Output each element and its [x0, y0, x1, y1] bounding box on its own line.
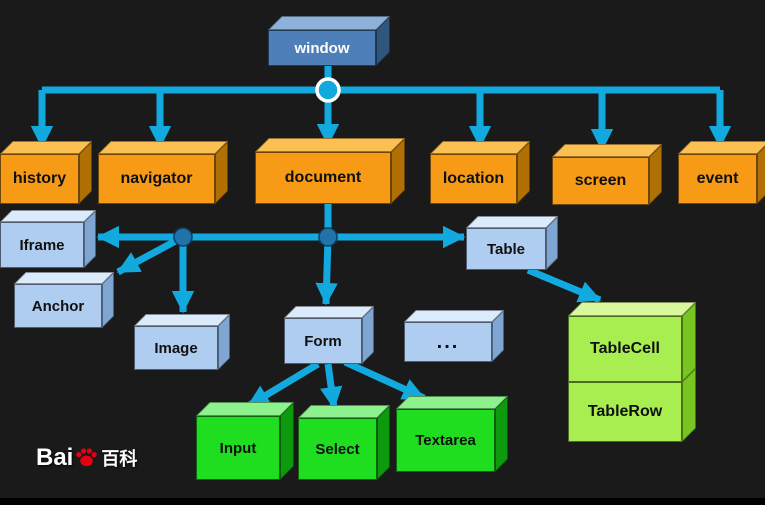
node-iframe: Iframe [0, 210, 96, 268]
node-anchor: Anchor [14, 272, 114, 328]
node-anchor-label: Anchor [31, 297, 85, 315]
node-location-label: location [442, 170, 505, 187]
box-top-face [0, 210, 96, 222]
box-side-face [102, 272, 114, 328]
node-event-label: event [696, 170, 739, 187]
node-navigator-label: navigator [120, 170, 193, 187]
box-top-face [568, 302, 696, 316]
node-history-label: history [12, 170, 67, 187]
node-ellipsis: ... [404, 310, 504, 362]
node-select: Select [298, 405, 390, 480]
node-image-label: Image [154, 339, 198, 357]
node-table-label: Table [486, 240, 526, 258]
node-textarea-label: Textarea [415, 432, 476, 449]
box-side-face [280, 402, 294, 480]
baidu-watermark: Bai 百科 [36, 444, 137, 472]
baidu-watermark-latin: Bai [36, 444, 74, 471]
arrow-form-textarea [343, 358, 426, 402]
node-textarea: Textarea [396, 396, 508, 472]
box-top-face [466, 216, 558, 228]
node-tablecell: TableCell [568, 302, 696, 382]
box-side-face [362, 306, 374, 364]
box-top-face [98, 141, 228, 154]
junction-dot-center [318, 227, 338, 247]
node-image: Image [134, 314, 230, 370]
node-location: location [430, 141, 530, 204]
node-screen: screen [552, 144, 662, 205]
node-document-label: document [284, 169, 362, 186]
box-side-face [377, 405, 390, 480]
box-top-face [298, 405, 390, 418]
node-history: history [0, 141, 92, 204]
box-top-face [404, 310, 504, 322]
node-form: Form [284, 306, 374, 364]
box-top-face [284, 306, 374, 318]
arrow-document-form [315, 236, 338, 306]
box-top-face [196, 402, 294, 416]
node-navigator: navigator [98, 141, 228, 204]
node-table: Table [466, 216, 558, 270]
box-side-face [682, 302, 696, 382]
bottom-bar [0, 498, 765, 505]
node-input-label: Input [219, 439, 257, 457]
arrow-form-select [320, 363, 343, 410]
node-screen-label: screen [574, 172, 627, 189]
arrow-document-anchor [116, 233, 185, 276]
junction-dot-top [315, 77, 341, 103]
node-tablerow-label: TableRow [587, 403, 663, 420]
node-window: window [268, 16, 390, 66]
node-window-label: window [294, 39, 350, 57]
node-input: Input [196, 402, 294, 480]
node-ellipsis-label: ... [436, 330, 460, 353]
box-side-face [495, 396, 508, 472]
box-top-face [396, 396, 508, 409]
box-top-face [255, 138, 405, 152]
box-top-face [134, 314, 230, 326]
arrow-form-input [246, 360, 320, 410]
arrow-table-tablecell [526, 266, 602, 304]
node-tablecell-label: TableCell [590, 340, 660, 357]
box-top-face [268, 16, 390, 30]
box-top-face [14, 272, 114, 284]
node-document: document [255, 138, 405, 204]
box-side-face [84, 210, 96, 268]
baidu-paw-icon [76, 447, 98, 466]
box-top-face [0, 141, 92, 154]
box-side-face [79, 141, 92, 204]
baidu-watermark-cjk: 百科 [101, 449, 138, 469]
box-side-face [215, 141, 228, 204]
box-side-face [218, 314, 230, 370]
box-side-face [517, 141, 530, 204]
node-form-label: Form [304, 332, 342, 350]
box-top-face [430, 141, 530, 154]
node-tablerow: TableRow [568, 368, 696, 442]
box-side-face [649, 144, 662, 205]
box-top-face [552, 144, 662, 157]
junction-dot-left [173, 227, 193, 247]
node-iframe-label: Iframe [19, 236, 65, 254]
box-top-face [678, 141, 765, 154]
node-event: event [678, 141, 765, 204]
node-select-label: Select [315, 440, 360, 458]
